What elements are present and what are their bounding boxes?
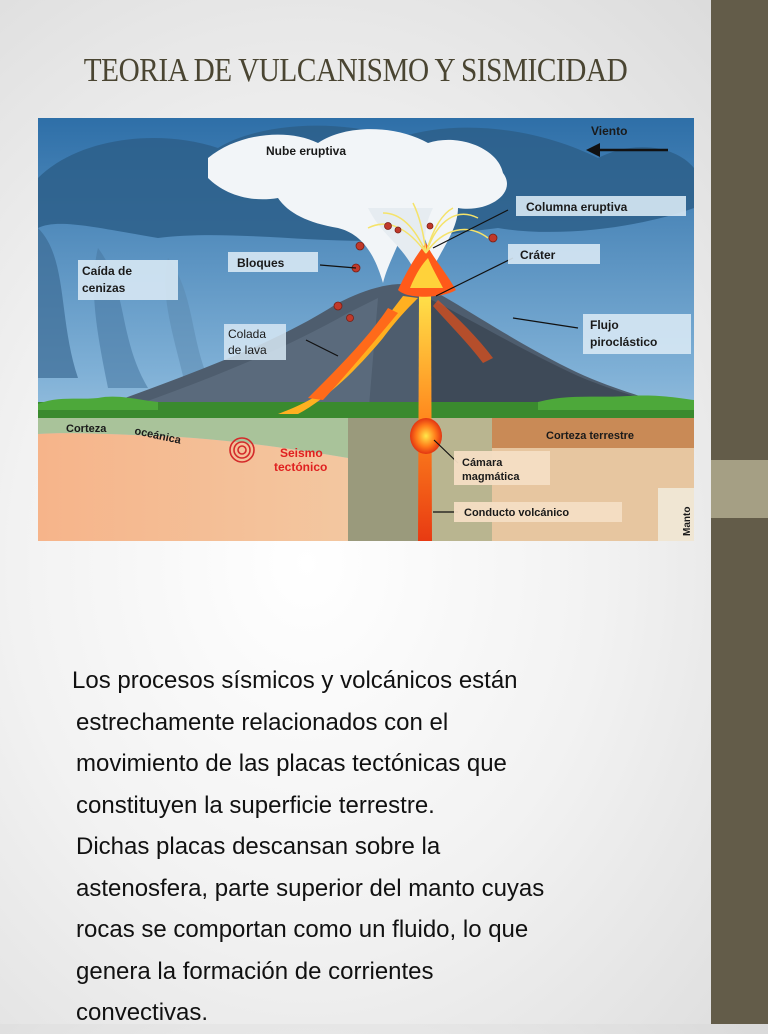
label-columna-eruptiva: Columna eruptiva: [526, 200, 628, 214]
volcanic-conduit: [418, 293, 432, 541]
paragraph-2-line-3: rocas se comportan como un fluido, lo qu…: [76, 916, 528, 943]
label-seismo-2: tectónico: [274, 460, 327, 474]
label-viento: Viento: [591, 124, 627, 138]
label-corteza-terrestre: Corteza terrestre: [546, 430, 634, 442]
paragraph-2-line-2: astenosfera, parte superior del manto cu…: [76, 875, 544, 902]
label-flujo-2: piroclástico: [590, 335, 657, 349]
paragraph-2-line-4: genera la formación de corrientes: [76, 958, 434, 985]
paragraph-2: Dichas placas descansan sobre la astenos…: [66, 826, 706, 1034]
label-nube-eruptiva: Nube eruptiva: [266, 144, 346, 158]
label-camara-1: Cámara: [462, 457, 503, 469]
label-bloques: Bloques: [237, 256, 285, 270]
paragraph-1-line-3: movimiento de las placas tectónicas que: [66, 750, 507, 777]
label-manto: Manto: [682, 507, 693, 536]
label-flujo-1: Flujo: [590, 318, 619, 332]
label-conducto: Conducto volcánico: [464, 507, 569, 519]
slide-title: TEORIA DE VULCANISMO Y SISMICIDAD: [50, 52, 661, 90]
paragraph-1-line-2: estrechamente relacionados con el: [66, 709, 448, 736]
label-camara-2: magmática: [462, 471, 520, 483]
volcano-diagram: Nube eruptiva Viento Columna eruptiva Bl…: [38, 118, 694, 541]
paragraph-2-line-1: Dichas placas descansan sobre la: [76, 833, 440, 860]
label-colada-2: de lava: [228, 343, 267, 357]
label-colada-1: Colada: [228, 327, 266, 341]
label-seismo-1: Seismo: [280, 446, 323, 460]
paragraph-1: Los procesos sísmicos y volcánicos están…: [66, 660, 706, 826]
side-accent-block: [711, 460, 768, 518]
paragraph-2-line-5: convectivas.: [76, 999, 208, 1026]
label-crater: Cráter: [520, 248, 556, 262]
magma-chamber: [410, 418, 442, 454]
label-corteza-oceanica-1: Corteza: [66, 423, 107, 435]
label-caida-1: Caída de: [82, 264, 132, 278]
paragraph-1-line-1: Los procesos sísmicos y volcánicos están: [72, 667, 518, 694]
body-text: Los procesos sísmicos y volcánicos están…: [66, 660, 706, 1034]
label-caida-2: cenizas: [82, 281, 126, 295]
paragraph-1-line-4: constituyen la superficie terrestre.: [66, 792, 435, 819]
